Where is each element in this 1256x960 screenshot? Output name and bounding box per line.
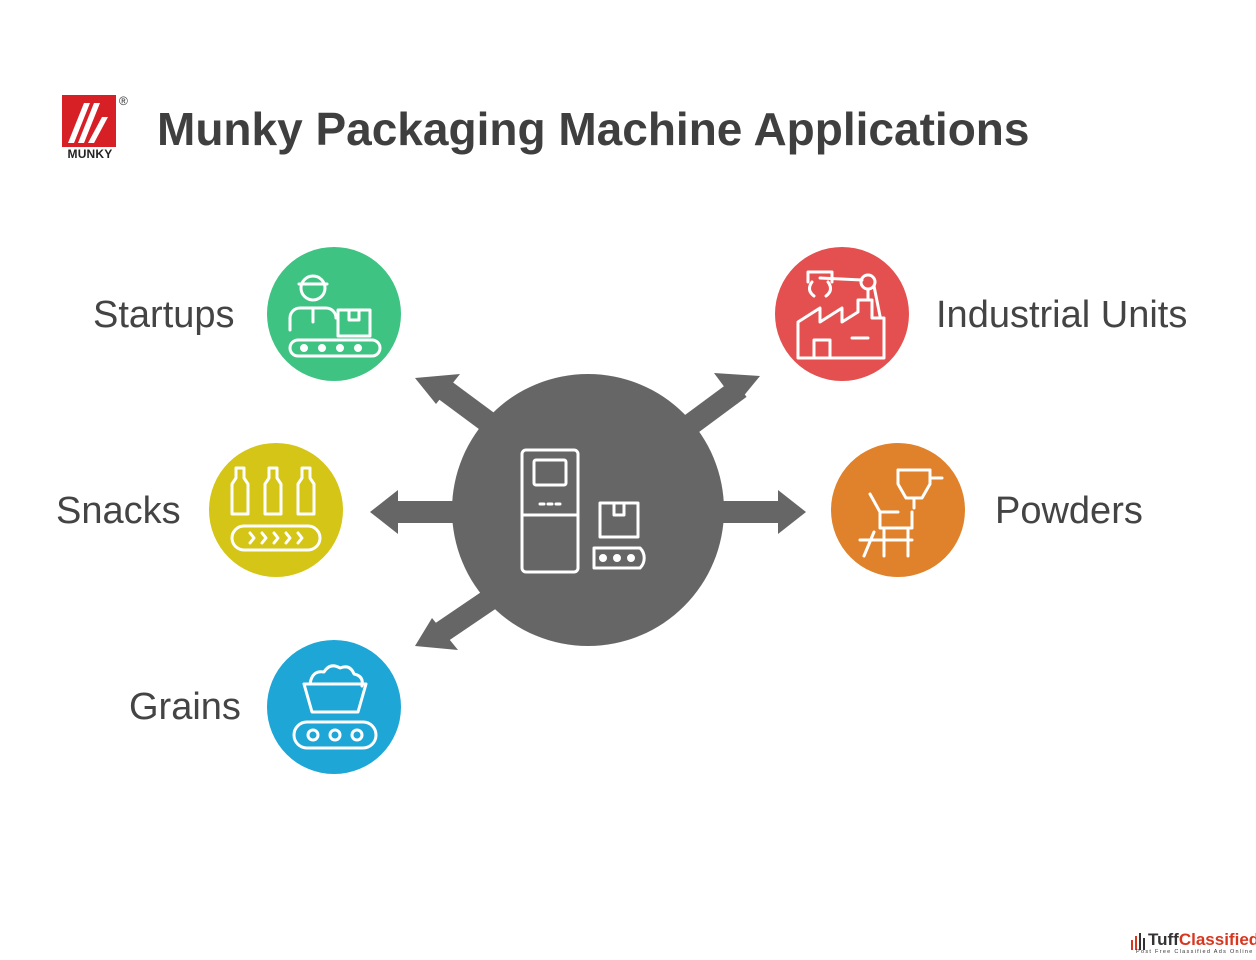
- page-title: Munky Packaging Machine Applications: [157, 103, 1030, 155]
- watermark: TuffClassified Post Free Classified Ads …: [1130, 930, 1256, 956]
- node-startups: [267, 247, 401, 381]
- node-industrial-units: [775, 247, 909, 381]
- node-snacks: [209, 443, 343, 577]
- arrow-grains: [415, 588, 499, 650]
- label-industrial-units: Industrial Units: [936, 294, 1188, 336]
- watermark-tagline: Post Free Classified Ads Online: [1136, 949, 1254, 955]
- arrow-industrial-units: [683, 373, 760, 434]
- arrow-powders: [715, 490, 806, 534]
- bottles-conveyor-icon: [230, 466, 322, 552]
- label-powders: Powders: [995, 490, 1143, 532]
- arrows: [370, 373, 806, 650]
- arrow-snacks: [370, 490, 460, 534]
- grain-basket-conveyor-icon: [292, 664, 378, 750]
- label-startups: Startups: [93, 294, 235, 336]
- label-snacks: Snacks: [56, 490, 181, 532]
- center-node: [452, 374, 724, 646]
- munky-logo-icon: [62, 95, 116, 147]
- node-powders: [831, 443, 965, 577]
- watermark-brand: TuffClassified: [1148, 930, 1256, 949]
- node-grains: [267, 640, 401, 774]
- packaging-machine-icon: [520, 448, 646, 574]
- munky-logo: ® MUNKY: [62, 94, 132, 167]
- factory-robot-arm-icon: [796, 270, 886, 360]
- label-grains: Grains: [129, 686, 241, 728]
- arrow-startups: [415, 374, 499, 434]
- logo-text: MUNKY: [67, 147, 113, 161]
- powder-filling-machine-icon: [858, 468, 944, 558]
- registered-mark: ®: [119, 94, 128, 108]
- worker-conveyor-icon: [288, 274, 382, 358]
- bar-chart-logo-icon: [1131, 933, 1145, 950]
